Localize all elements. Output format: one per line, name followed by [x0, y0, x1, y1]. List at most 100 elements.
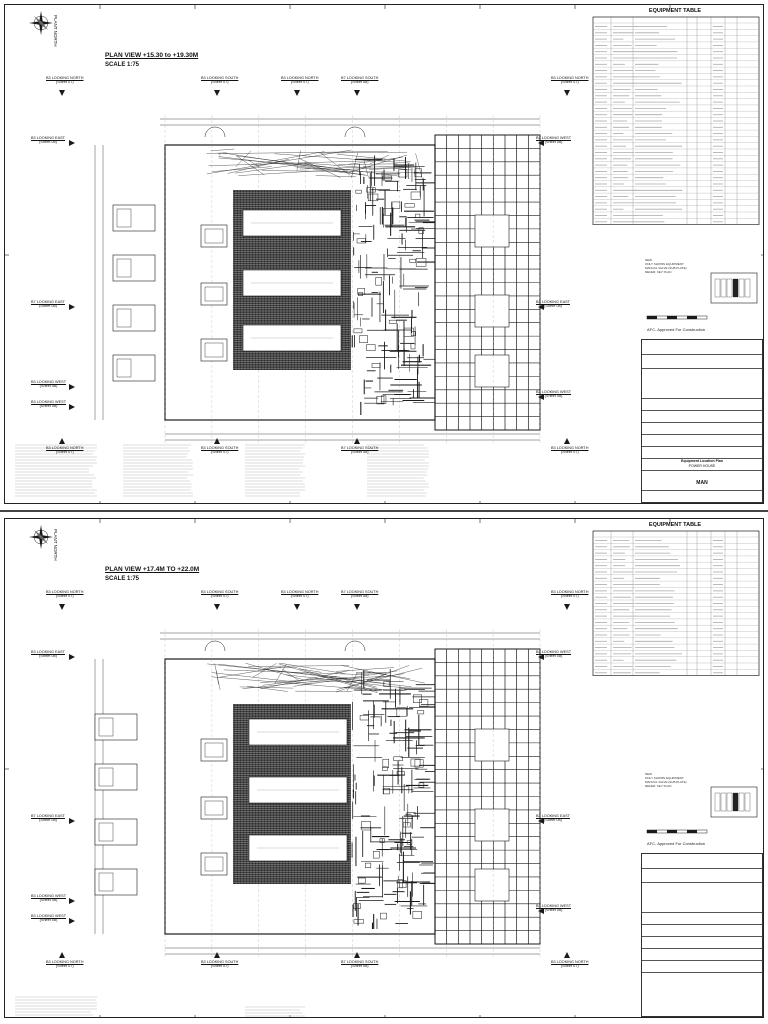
- duct-line: [344, 687, 407, 691]
- section-reference-label: B7 LOOKING EAST: [31, 300, 65, 304]
- section-reference-sheet: (Sheet 08): [39, 918, 58, 923]
- section-reference-sheet: (Sheet 08): [39, 384, 58, 389]
- section-reference-sheet: (Sheet 08): [544, 908, 563, 913]
- section-arrow-icon: [69, 384, 75, 390]
- key-plan-bay: [726, 278, 733, 298]
- pipe-fitting: [357, 288, 365, 295]
- section-reference: B3 LOOKING WEST(Sheet 08): [31, 400, 66, 409]
- section-arrow-icon: [294, 90, 300, 96]
- radiator-unit: [112, 254, 156, 282]
- section-reference-sheet: (Sheet 08): [544, 654, 563, 659]
- section-arrow-icon: [564, 952, 570, 958]
- duct-line: [281, 668, 301, 682]
- section-reference: B3 LOOKING WEST(Sheet 08): [31, 894, 66, 903]
- section-arrow-icon: [59, 604, 65, 610]
- title-block: Equipment Location Plan POWER HOUSE MAN: [641, 339, 763, 503]
- pipe-fitting: [373, 851, 380, 859]
- duct-line: [298, 668, 322, 673]
- section-reference-label: B3 LOOKING NORTH: [551, 76, 589, 80]
- section-reference-label: B3 LOOKING WEST: [31, 400, 67, 404]
- plan-title: PLAN VIEW +15.30 to +19.30M: [105, 52, 199, 59]
- section-arrow-icon: [69, 304, 75, 310]
- duct-line: [218, 156, 348, 173]
- duct-line: [260, 675, 389, 683]
- north-compass-icon: [29, 11, 53, 35]
- duct-line: [299, 158, 341, 178]
- pipe-fitting: [397, 879, 403, 889]
- key-plan-bay: [738, 278, 745, 298]
- plan-title: PLAN VIEW +17.4M TO +22.0M: [105, 566, 200, 573]
- scale-bar-segment: [687, 830, 697, 833]
- duct-line: [336, 667, 423, 690]
- key-plan-bay: [720, 278, 727, 298]
- key-plan-bay: [744, 792, 751, 812]
- pipe-fitting: [382, 175, 392, 181]
- pipe-fitting: [415, 258, 427, 267]
- duct-line: [218, 157, 328, 168]
- section-arrow-icon: [564, 438, 570, 444]
- annex-equipment: [474, 214, 510, 248]
- duct-line: [251, 151, 325, 165]
- duct-line: [395, 168, 412, 171]
- pipe-fitting: [410, 343, 416, 350]
- duct-line: [223, 669, 370, 676]
- annex-equipment: [474, 728, 510, 762]
- duct-line: [248, 665, 350, 667]
- section-reference: B3 LOOKING NORTH(Sheet 07): [551, 960, 589, 969]
- section-reference: B3 LOOKING EAST(Sheet 08): [536, 814, 570, 823]
- pipe-fitting: [406, 812, 416, 817]
- section-reference-label: B3 LOOKING NORTH: [551, 590, 589, 594]
- section-reference-sheet: (Sheet 08): [544, 818, 562, 823]
- section-reference-sheet: (Sheet 08): [350, 80, 369, 85]
- section-reference: B3 LOOKING WEST(Sheet 08): [536, 390, 571, 399]
- section-arrow-icon: [69, 140, 75, 146]
- section-arrow-icon: [59, 90, 65, 96]
- legend-line: REFER: KEY PLAN: [645, 783, 672, 788]
- section-reference-sheet: (Sheet 07): [210, 80, 229, 85]
- duct-line: [335, 667, 394, 672]
- section-reference-sheet: (Sheet 08): [350, 450, 369, 455]
- key-plan-bay: [720, 792, 727, 812]
- section-reference-label: B3 LOOKING NORTH: [46, 446, 84, 450]
- annex-equipment: [474, 354, 510, 388]
- section-reference-label: B3 LOOKING WEST: [31, 894, 67, 898]
- door-swing: [204, 126, 226, 138]
- key-plan-bay: [744, 278, 751, 298]
- north-label: PLANT NORTH: [53, 15, 58, 47]
- section-reference: B3 LOOKING NORTH(Sheet 07): [551, 76, 589, 85]
- generator-core: [204, 286, 224, 302]
- title-block: [641, 853, 763, 1017]
- generator-unit: [200, 796, 228, 820]
- section-reference-label: B3 LOOKING NORTH: [46, 590, 84, 594]
- pipe-fitting: [410, 331, 416, 336]
- generator-core: [204, 856, 224, 872]
- pipe-fitting: [353, 328, 363, 334]
- radiator-unit: [94, 868, 138, 896]
- duct-line: [218, 663, 386, 684]
- plan-drawing-lower: [5, 519, 763, 1017]
- section-arrow-icon: [69, 918, 75, 924]
- section-reference-label: B3 LOOKING EAST: [31, 136, 65, 140]
- pipe-fitting: [412, 911, 422, 919]
- plan-scale: SCALE 1:75: [105, 576, 140, 582]
- legend-line: MANUAL VALVE (SUB PLATE): [645, 779, 687, 784]
- duct-line: [219, 154, 221, 156]
- duct-line: [336, 665, 410, 693]
- section-reference: B3 LOOKING NORTH(Sheet 07): [46, 446, 84, 455]
- duct-line: [415, 153, 423, 179]
- section-reference-sheet: (Sheet 08): [39, 140, 57, 145]
- section-reference-label: B3 LOOKING WEST: [536, 650, 572, 654]
- section-reference: B3 LOOKING EAST(Sheet 08): [536, 300, 570, 309]
- pipe-fitting: [371, 363, 381, 368]
- section-reference: B3 LOOKING NORTH(Sheet 07): [281, 590, 319, 599]
- section-reference-label: B7 LOOKING EAST: [31, 814, 65, 818]
- legend-block: NEW ONLY SHOWN EQUIPMENT MANUAL VALVE (S…: [645, 772, 687, 789]
- radiator-core: [98, 872, 114, 892]
- pipe-fitting: [381, 395, 387, 404]
- radiator-core: [116, 258, 132, 278]
- annex-equipment: [474, 294, 510, 328]
- pipe-fitting: [358, 292, 363, 296]
- section-reference: B7 LOOKING SOUTH(Sheet 08): [341, 960, 378, 969]
- pipe-fitting: [382, 758, 389, 768]
- section-reference-sheet: (Sheet 08): [39, 404, 58, 409]
